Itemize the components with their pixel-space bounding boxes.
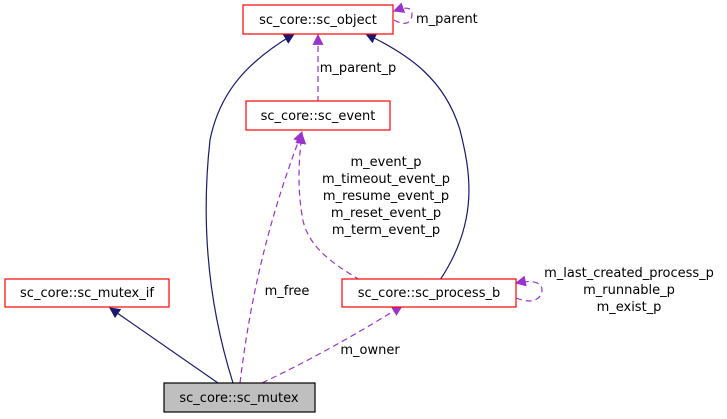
node-sc-mutex[interactable]: sc_core::sc_mutex [163, 382, 316, 413]
label-event-to-mutex-free: m_free [265, 284, 310, 299]
label-process-to-mutex-owner: m_owner [340, 343, 400, 358]
edge-object-self-parent [392, 2, 413, 24]
node-sc-object[interactable]: sc_core::sc_object [242, 4, 394, 35]
node-sc-mutex-if[interactable]: sc_core::sc_mutex_if [4, 278, 170, 308]
node-sc-event[interactable]: sc_core::sc_event [245, 100, 391, 131]
node-sc-process-b[interactable]: sc_core::sc_process_b [341, 278, 517, 308]
label-process-self-line: m_last_created_process_p [544, 266, 714, 281]
label-event-to-process-line: m_resume_event_p [323, 189, 449, 204]
label-process-self: m_last_created_process_p m_runnable_p m_… [544, 266, 714, 315]
edge-event-to-process [295, 132, 361, 281]
edge-process-inherits-object [365, 33, 470, 281]
edge-event-to-mutex-free [239, 130, 304, 384]
node-sc-process-b-label: sc_core::sc_process_b [358, 286, 500, 301]
node-sc-mutex-label: sc_core::sc_mutex [179, 391, 299, 406]
label-event-to-object-parent-p: m_parent_p [320, 61, 397, 76]
label-event-to-process-line: m_reset_event_p [331, 206, 441, 221]
label-event-to-process-line: m_timeout_event_p [322, 172, 450, 187]
node-sc-event-label: sc_core::sc_event [261, 109, 376, 124]
label-event-to-process-line: m_term_event_p [332, 223, 440, 238]
edge-mutex-inherits-object [205, 33, 295, 384]
edge-process-self [514, 275, 543, 302]
node-sc-mutex-if-label: sc_core::sc_mutex_if [20, 286, 154, 301]
label-process-self-line: m_runnable_p [583, 283, 675, 298]
node-sc-object-label: sc_core::sc_object [259, 13, 377, 28]
label-object-self-parent: m_parent [416, 12, 478, 27]
label-event-to-process-line: m_event_p [351, 155, 422, 170]
label-process-self-line: m_exist_p [597, 300, 662, 315]
edge-mutex-inherits-mutex-if [109, 307, 219, 384]
label-event-to-process: m_event_p m_timeout_event_p m_resume_eve… [322, 155, 450, 238]
